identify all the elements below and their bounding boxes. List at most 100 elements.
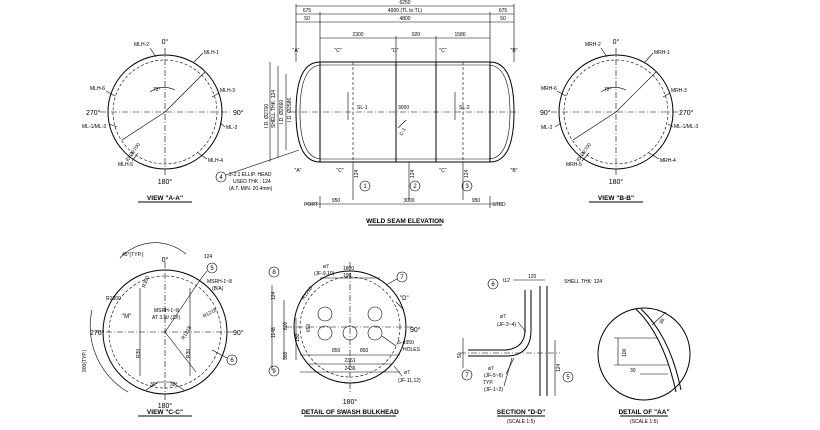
- view-c-radial: [164, 279, 201, 333]
- swash-hole: [317, 306, 333, 322]
- swash-label: 180°: [343, 398, 358, 406]
- balloon-3: [461, 180, 473, 192]
- view-c-angle-top: 0°: [162, 256, 169, 264]
- view-a-angle-left: 270°: [86, 109, 101, 117]
- swash-label: 90°: [410, 326, 421, 334]
- swash-label: 600: [283, 321, 289, 330]
- view-c-label: 900(TYP.): [82, 350, 88, 372]
- view-a-callout: MLH-6: [90, 86, 105, 92]
- dim-950-left: 950: [332, 198, 341, 204]
- view-b-b: 0° 270° 180° 90° 72° MRH-2 MRH-1 MRH-6 M…: [540, 38, 698, 203]
- swash-label: HOLES: [403, 347, 421, 353]
- view-c-label: "M": [122, 314, 131, 320]
- detail-aa-caption: DETAIL OF "AA": [618, 409, 669, 416]
- balloon-2: [409, 180, 421, 192]
- view-a-angle-bottom: 180°: [158, 178, 173, 186]
- view-b-leader: [667, 123, 674, 128]
- view-b-angle-arc: [600, 87, 627, 93]
- view-a-callout: MLH-3: [220, 88, 235, 94]
- section-d-balloon-6-label: 6: [491, 282, 495, 288]
- section-d-label: 50: [457, 352, 463, 358]
- section-mark: "C": [439, 168, 446, 174]
- section-d-label: (JF-3~4): [497, 322, 516, 328]
- view-c-45-arc: [119, 242, 187, 259]
- head-note-line: (A.T. MIN. 20.4mm): [229, 186, 273, 192]
- seam-label-3000: 3000: [398, 105, 409, 111]
- vessel-inner-outline: [299, 64, 511, 160]
- view-b-radial-line: [615, 71, 657, 113]
- balloon-2-label: 2: [413, 184, 417, 190]
- detail-aa: 85 100 30 DETAIL OF "AA" (SCALE 1:5): [597, 307, 691, 425]
- swash-label: 190: [343, 273, 352, 279]
- weld-seam-elevation: 6250 675 4900 (TL to TL) 675 50 4800 50 …: [215, 0, 520, 226]
- view-c-label: 45°(TYP.): [122, 252, 144, 258]
- view-b-leader: [556, 90, 567, 97]
- dim-124: 124: [464, 169, 470, 178]
- swash-label: (JF-11,12): [398, 378, 421, 384]
- dim-950-right: 950: [472, 198, 481, 204]
- view-b-angle-top: 0°: [613, 38, 620, 46]
- view-c-label: 30°: [150, 382, 158, 388]
- view-a-radial-line-2: [121, 111, 166, 141]
- swash-d-arrow: [395, 301, 405, 311]
- view-c-leader: [211, 349, 228, 359]
- view-b-leader: [662, 92, 671, 98]
- view-a-callout: ML-1/ML-3: [82, 124, 106, 130]
- view-c-leader: [199, 270, 208, 281]
- view-a-leader: [131, 152, 139, 162]
- view-a-leader: [149, 47, 157, 58]
- swash-label: 650: [306, 323, 312, 332]
- section-d-balloon-7: [461, 369, 473, 381]
- view-c-radial: [164, 331, 197, 373]
- section-d-label: (JF-5~6): [484, 373, 503, 379]
- view-c-124: 124: [204, 254, 213, 260]
- head-leader: [225, 149, 300, 176]
- swash-leader: [381, 335, 397, 347]
- section-d-balloon-7-label: 7: [465, 373, 469, 379]
- section-mark: "C": [334, 48, 341, 54]
- swash-label: R1218: [301, 285, 314, 301]
- dim-id-2660: I.D. Ø2660: [279, 100, 285, 124]
- balloon-1: [359, 180, 371, 192]
- view-a-angle-right: 90°: [233, 109, 244, 117]
- swash-label: "D": [400, 296, 409, 302]
- view-c-c: 0° 90° 180° 270° 45°(TYP.) R300 R1300 "M…: [82, 242, 244, 417]
- view-a-angle-arc: [149, 87, 176, 93]
- seam-label-c1: C-1: [399, 127, 408, 137]
- view-a-caption: VIEW "A-A": [147, 195, 183, 202]
- swash-label: 850: [332, 348, 341, 354]
- section-d-label: 120: [528, 274, 537, 280]
- section-mark: "C": [336, 168, 343, 174]
- detail-aa-shell-curve-2: [640, 308, 682, 391]
- section-d-leader: [517, 321, 527, 333]
- balloon-1-label: 1: [363, 184, 367, 190]
- section-d-label: t12: [503, 278, 510, 284]
- view-a-callout: ML-2: [226, 125, 238, 131]
- swash-balloon-9: [268, 365, 280, 377]
- view-a-angle-top: 0°: [162, 38, 169, 46]
- view-b-leader: [554, 122, 562, 128]
- view-a-leader: [193, 52, 204, 63]
- section-mark: "A": [293, 48, 300, 54]
- detail-aa-label: 100: [622, 348, 628, 357]
- dim-4800: 4800: [399, 16, 410, 22]
- view-c-label: R1300: [106, 296, 121, 302]
- dim-overall: 6250: [399, 0, 410, 6]
- view-a-angle-72: 72°: [153, 87, 161, 93]
- dim-3000: 3000: [403, 198, 414, 204]
- view-c-label: (B/A): [212, 286, 224, 292]
- detail-aa-dim-85: [651, 311, 667, 326]
- balloon-4-label: 4: [219, 175, 223, 181]
- swash-hole: [342, 325, 358, 341]
- view-c-label: R1218: [202, 307, 218, 320]
- swash-label: 2436: [344, 366, 355, 372]
- swash-label: ø7: [323, 264, 329, 270]
- seam-label-sl1: SL-1: [357, 105, 368, 111]
- section-mark: "B": [511, 48, 518, 54]
- view-c-caption: VIEW "C-C": [147, 409, 183, 416]
- view-b-angle-72: 72°: [604, 87, 612, 93]
- section-d-leader: [503, 357, 513, 387]
- swash-hole: [367, 306, 383, 322]
- seam-label-sl2: SL-2: [459, 105, 470, 111]
- view-c-label: R30: [186, 349, 192, 358]
